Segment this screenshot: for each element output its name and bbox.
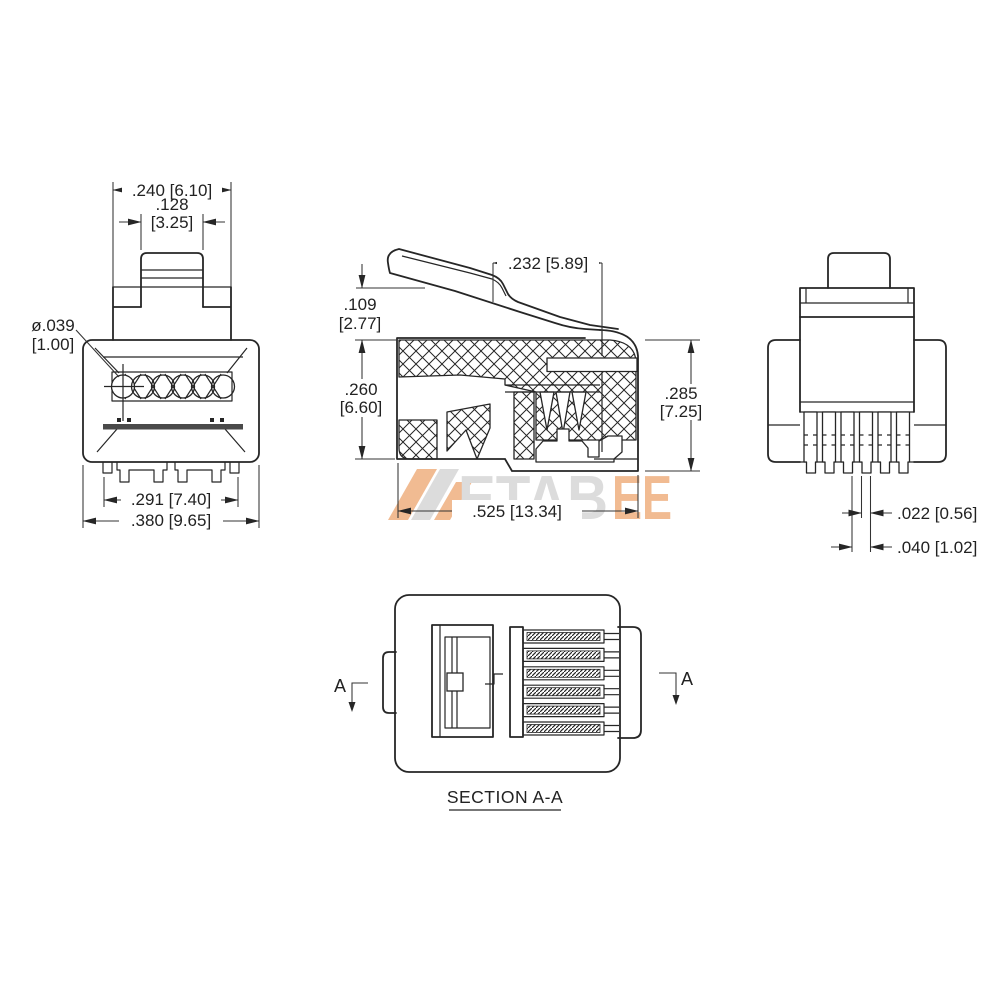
- section-cut-marker-right: A: [659, 669, 693, 705]
- dim-front-contact-span: .291 [7.40]: [103, 477, 239, 509]
- dim-front-latch-tab-width: .128 [3.25]: [119, 195, 225, 250]
- rear-neck-lines: [800, 401, 914, 413]
- section-contact-strips: [522, 629, 619, 736]
- rear-neck: [799, 316, 915, 413]
- front-foot-bracket-2: [174, 462, 226, 483]
- dim-side-front-height-mm-label: [6.60]: [340, 398, 383, 417]
- side-view: .232 [5.89] .109 [2.77] .260 [6.60] .285…: [334, 248, 710, 521]
- front-body-outline: [82, 339, 260, 463]
- dim-side-latch-rise-mm-label: [2.77]: [339, 314, 382, 333]
- dim-side-front-height: .260 [6.60]: [334, 339, 397, 460]
- section-cut-label-left: A: [334, 676, 346, 696]
- front-wire-circle-5: [190, 374, 216, 399]
- section-view: A A SECTION A-A: [334, 594, 693, 811]
- side-latch-lever-edge: [401, 255, 507, 297]
- rear-pin-notches: [804, 434, 910, 446]
- front-shoulders: [112, 286, 232, 341]
- front-funnel-lines: [94, 347, 248, 453]
- dim-side-overall-height-in-label: .285: [664, 384, 697, 403]
- watermark: ETAB EE: [388, 464, 672, 533]
- dim-side-overall-length: .525 [13.34]: [397, 463, 639, 521]
- section-centerline-jog: [485, 673, 503, 685]
- dim-side-overall-height: .285 [7.25]: [645, 339, 710, 472]
- dim-front-latch-outer-width-label: .240 [6.10]: [132, 181, 212, 200]
- section-contact-tails: [604, 632, 619, 733]
- front-tick-3: [210, 418, 214, 422]
- section-latch-inner: [444, 636, 491, 729]
- rear-body-plate-left: [767, 339, 801, 463]
- side-contact-base-lines: [505, 384, 600, 393]
- front-tick-4: [220, 418, 224, 422]
- side-hatch-blob-3: [513, 391, 535, 460]
- dim-rear-contact-width-label: .022 [0.56]: [897, 504, 977, 523]
- dim-front-wire-diameter: ø.039 [1.00]: [31, 316, 120, 378]
- dim-side-latch-rise: .109 [2.77]: [339, 264, 425, 333]
- dim-side-latch-tip-offset-label: .232 [5.89]: [508, 254, 588, 273]
- front-view: .240 [6.10] .128 [3.25] ø.039 [1.00] .29…: [31, 181, 260, 530]
- side-contact-anchor: [535, 428, 623, 463]
- section-right-bump: [617, 626, 642, 739]
- front-wire-circle-3: [150, 374, 176, 399]
- side-hatch-blob-2: [446, 403, 491, 460]
- front-foot-tab-left: [102, 462, 113, 474]
- dim-side-latch-rise-in-label: .109: [343, 295, 376, 314]
- front-tick-1: [117, 418, 121, 422]
- watermark-m-slash-1: [388, 469, 437, 520]
- dim-rear-contact-width: .022 [0.56]: [842, 476, 977, 552]
- watermark-text-gray: ETAB: [458, 464, 608, 533]
- dim-front-wire-diameter-in-label: ø.039: [31, 316, 74, 335]
- rear-shoulder-band: [799, 287, 915, 318]
- dim-front-body-width-label: .380 [9.65]: [131, 511, 211, 530]
- rear-latch-tab: [827, 252, 891, 289]
- dim-side-latch-tip-offset: .232 [5.89]: [492, 254, 603, 330]
- watermark-m-slash-2: [411, 469, 459, 520]
- front-wire-crosshair: [104, 364, 144, 421]
- dim-front-body-width: .380 [9.65]: [82, 465, 260, 530]
- dim-front-latch-outer-width: .240 [6.10]: [112, 181, 232, 287]
- rear-shoulder-lines: [800, 288, 914, 304]
- front-wire-circle-4: [170, 374, 196, 399]
- dim-front-contact-span-label: .291 [7.40]: [131, 490, 211, 509]
- front-latch-tab-outline: [140, 252, 204, 308]
- dim-front-latch-tab-width-in-label: .128: [155, 195, 188, 214]
- dim-side-front-height-in-label: .260: [344, 380, 377, 399]
- section-contact-bar: [509, 626, 524, 738]
- rear-contact-pins: [803, 411, 911, 474]
- side-latch-lever: [386, 248, 619, 331]
- section-cut-label-right: A: [681, 669, 693, 689]
- side-hatch-blob-1: [398, 419, 438, 460]
- section-cut-marker-left: A: [334, 676, 368, 712]
- watermark-text-orange: EE: [612, 464, 672, 533]
- front-tick-2: [127, 418, 131, 422]
- rear-body-plate-right: [913, 339, 947, 463]
- dim-rear-contact-pitch: .040 [1.02]: [831, 538, 977, 557]
- front-foot-tab-right: [229, 462, 240, 474]
- dim-front-wire-diameter-mm-label: [1.00]: [32, 335, 75, 354]
- rear-plate-lines: [768, 424, 946, 463]
- side-rear-wall-line: [594, 331, 638, 460]
- rear-view: .022 [0.56] .040 [1.02]: [767, 252, 977, 557]
- dim-side-overall-height-mm-label: [7.25]: [660, 402, 703, 421]
- dim-front-latch-tab-width-mm-label: [3.25]: [151, 213, 194, 232]
- dim-rear-contact-pitch-label: .040 [1.02]: [897, 538, 977, 557]
- side-contact-slot: [546, 357, 638, 373]
- section-latch-block: [431, 624, 494, 738]
- section-latch-boss: [446, 672, 464, 692]
- dim-side-overall-length-label: .525 [13.34]: [472, 502, 562, 521]
- side-body-outline: [396, 329, 639, 472]
- front-wire-circle-6: [210, 374, 236, 399]
- front-latch-tab-lines: [113, 269, 231, 288]
- section-title: SECTION A-A: [447, 787, 563, 807]
- section-left-bump: [382, 651, 397, 714]
- front-contact-bar: [103, 424, 243, 430]
- section-outer-body: [394, 594, 621, 773]
- front-foot-bracket-1: [116, 462, 168, 483]
